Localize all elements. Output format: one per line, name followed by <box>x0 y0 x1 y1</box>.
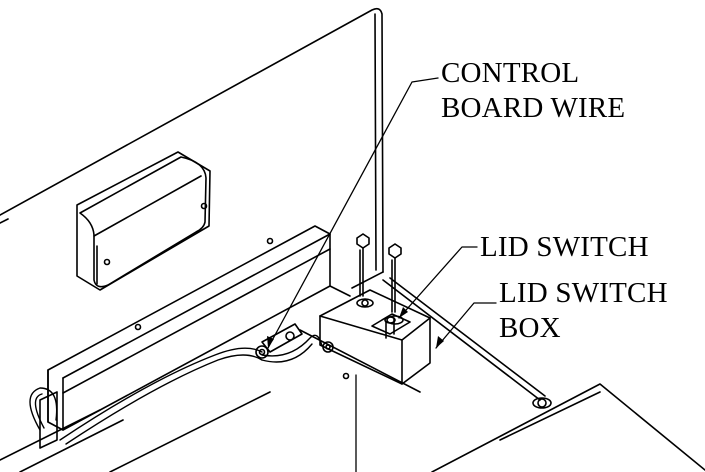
lid-switch-box-label-line-1: LID SWITCH <box>499 277 668 309</box>
leader-lines <box>267 77 497 472</box>
lid-switch-box-label: LID SWITCH BOX <box>499 276 668 346</box>
control-board-wire-label-line-2: BOARD WIRE <box>441 92 626 124</box>
lid-switch-label-text: LID SWITCH <box>480 231 649 263</box>
leader-arrowheads <box>267 307 444 348</box>
lid-switch-box-label-line-2: BOX <box>499 312 561 344</box>
screw-left <box>356 233 374 308</box>
control-board-wire-label: CONTROL BOARD WIRE <box>441 56 625 126</box>
wire-harness <box>29 334 323 445</box>
leader-lid-switch-box <box>435 302 497 349</box>
lid-switch-label: LID SWITCH <box>480 230 649 265</box>
back-panel <box>0 7 384 273</box>
lid-switch-plunger <box>371 313 411 339</box>
control-board-enclosure <box>76 151 211 291</box>
leader-control-board-wire <box>267 77 439 349</box>
lid-switch-box <box>319 289 431 385</box>
mounting-screws <box>356 233 552 409</box>
screw-right <box>386 243 404 325</box>
leader-lid-switch <box>398 246 478 319</box>
wire-connector <box>255 323 303 359</box>
control-board-wire-label-line-1: CONTROL <box>441 57 580 89</box>
screw-floor <box>532 397 552 409</box>
